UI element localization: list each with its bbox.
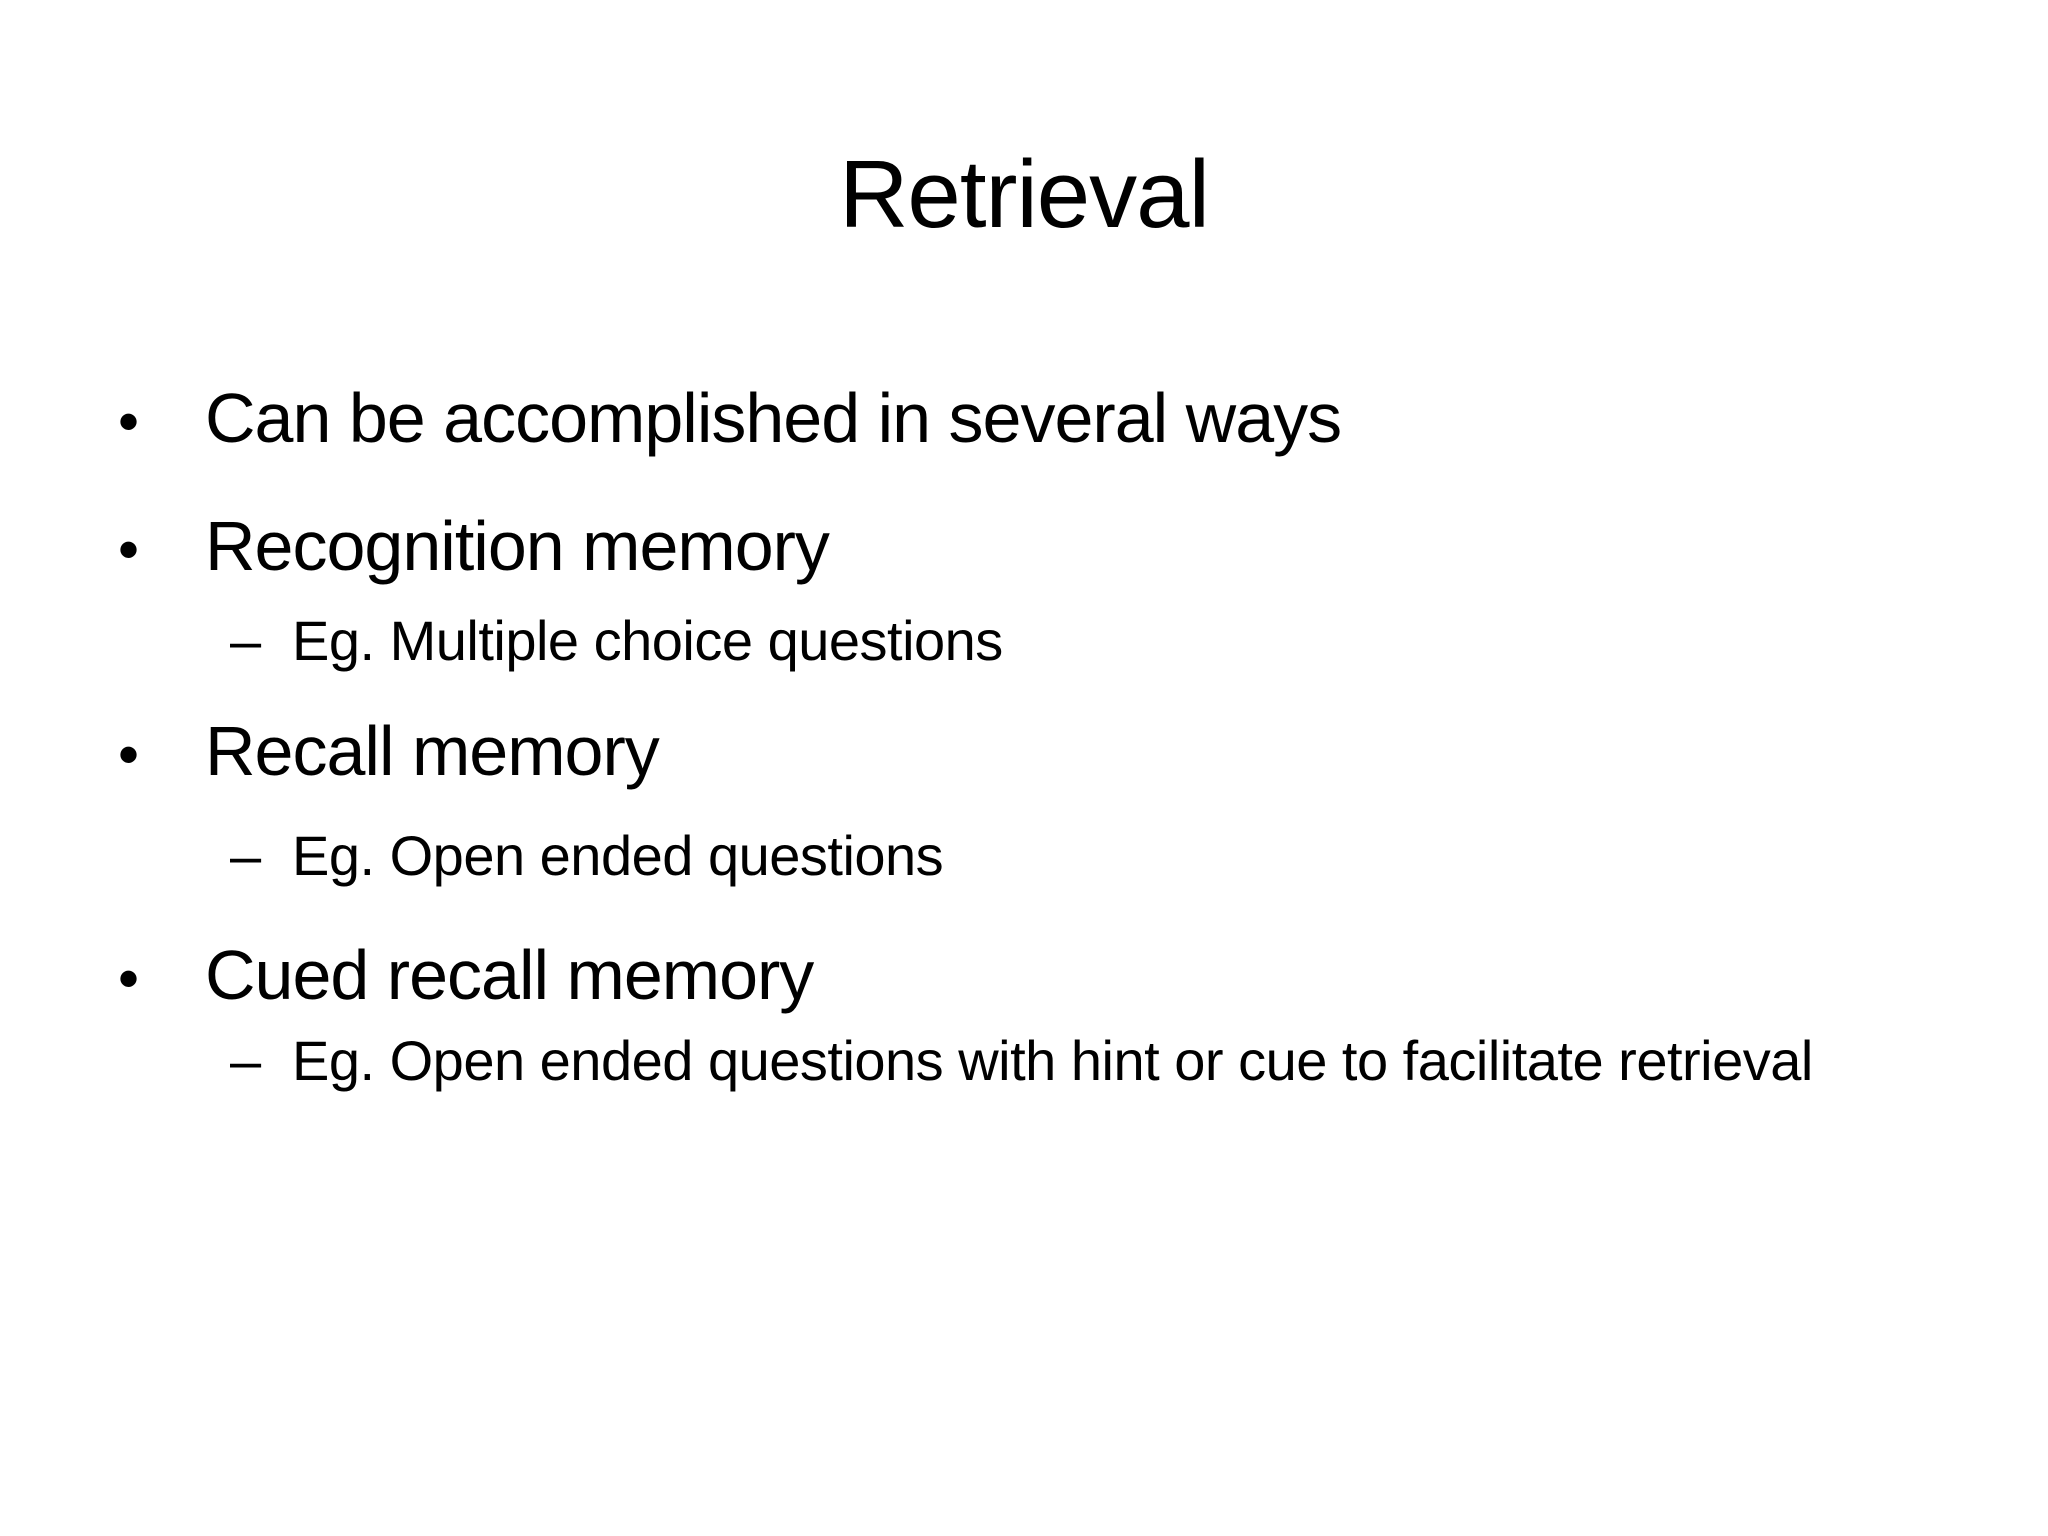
sub-bullet-text: Eg. Open ended questions <box>292 824 944 887</box>
bullet-dot-icon: • <box>118 945 139 1012</box>
slide-title: Retrieval <box>839 141 1210 248</box>
bullet-dot-icon: • <box>118 721 139 788</box>
bullet-text: Recognition memory <box>205 507 830 585</box>
dash-marker-icon: – <box>230 1029 261 1092</box>
sub-bullet-text: Eg. Multiple choice questions <box>292 609 1003 672</box>
bullet-item: • Can be accomplished in several ways <box>118 378 1342 462</box>
sub-bullet-text: Eg. Open ended questions with hint or cu… <box>292 1029 1813 1092</box>
bullet-text: Recall memory <box>205 712 660 790</box>
bullet-item: • Recall memory <box>118 711 660 795</box>
bullet-dot-icon: • <box>118 388 139 455</box>
sub-bullet-item: – Eg. Open ended questions <box>230 814 944 898</box>
bullet-text: Can be accomplished in several ways <box>205 379 1342 457</box>
sub-bullet-item: – Eg. Multiple choice questions <box>230 599 1003 683</box>
bullet-item: • Recognition memory <box>118 506 830 590</box>
bullet-item: • Cued recall memory <box>118 935 814 1019</box>
sub-bullet-item: – Eg. Open ended questions with hint or … <box>230 1019 1813 1103</box>
dash-marker-icon: – <box>230 824 261 887</box>
bullet-dot-icon: • <box>118 516 139 583</box>
dash-marker-icon: – <box>230 609 261 672</box>
bullet-text: Cued recall memory <box>205 936 814 1014</box>
